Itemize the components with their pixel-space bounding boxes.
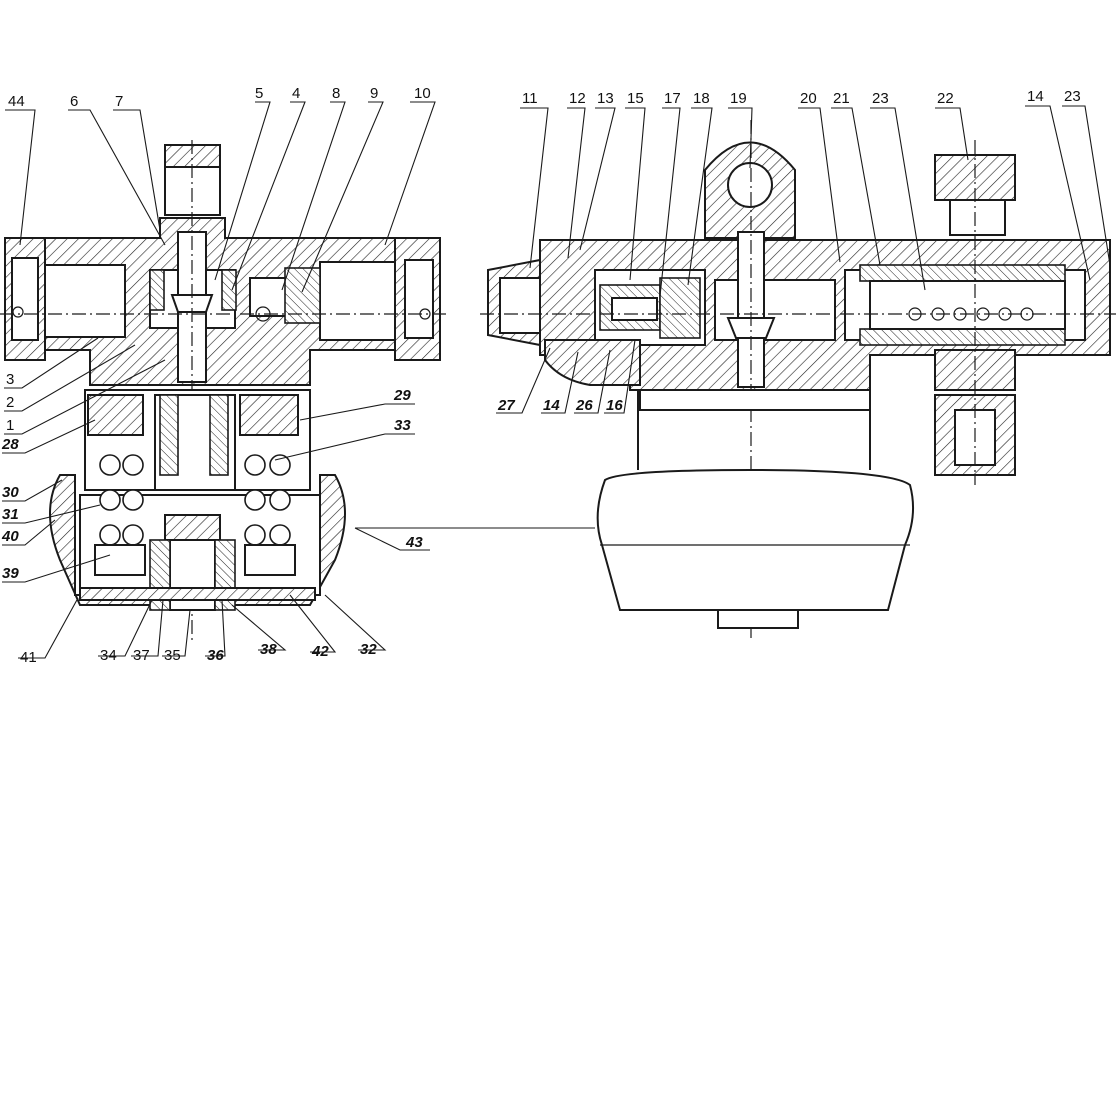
callout-label: 17	[664, 90, 681, 107]
left-top-callouts: 44 6 7 5 4 8 9 10	[5, 85, 436, 293]
right-bottom-callouts: 27 14 26 16	[496, 339, 636, 414]
callout-label: 9	[370, 85, 378, 102]
callout-label: 4	[292, 85, 300, 102]
left-right-callouts: 29 33 43	[274, 387, 595, 551]
callout-label: 22	[937, 90, 954, 107]
callout-label: 20	[800, 90, 817, 107]
callout-label: 31	[2, 506, 19, 523]
callout-label: 3	[6, 371, 14, 388]
callout-label: 10	[414, 85, 431, 102]
left-section-view	[0, 140, 450, 640]
callout-label: 7	[115, 93, 123, 110]
callout-label: 2	[6, 394, 14, 411]
callout-label: 12	[569, 90, 586, 107]
callout-label: 14	[543, 397, 560, 414]
left-side-callouts: 3 2 1 28 30 31 40 39	[1, 337, 166, 583]
callout-label: 23	[872, 90, 889, 107]
callout-label: 13	[597, 90, 614, 107]
callout-label: 6	[70, 93, 78, 110]
callout-label: 19	[730, 90, 747, 107]
callout-label: 28	[1, 436, 19, 453]
callout-label: 18	[693, 90, 710, 107]
left-bottom-callouts: 41 34 37 35 36 38 42 32	[18, 594, 387, 666]
callout-label: 15	[627, 90, 644, 107]
callout-label: 5	[255, 85, 263, 102]
callout-label: 29	[393, 387, 411, 404]
callout-label: 23	[1064, 88, 1081, 105]
callout-label: 40	[1, 528, 19, 545]
callout-label: 33	[394, 417, 411, 434]
callout-label: 43	[405, 534, 423, 551]
callout-label: 26	[575, 397, 593, 414]
callout-label: 27	[497, 397, 515, 414]
right-top-callouts: 11 12 13 15 17 18 19 20 21 23 22 14 23	[520, 88, 1111, 297]
callout-label: 30	[2, 484, 19, 501]
callout-label: 14	[1027, 88, 1044, 105]
callout-label: 39	[2, 565, 19, 582]
callout-label: 44	[8, 93, 25, 110]
callout-label: 16	[606, 397, 623, 414]
right-section-view	[480, 120, 1116, 640]
callout-label: 21	[833, 90, 850, 107]
callout-label: 1	[6, 417, 14, 434]
callout-label: 11	[522, 90, 538, 107]
callout-label: 8	[332, 85, 340, 102]
